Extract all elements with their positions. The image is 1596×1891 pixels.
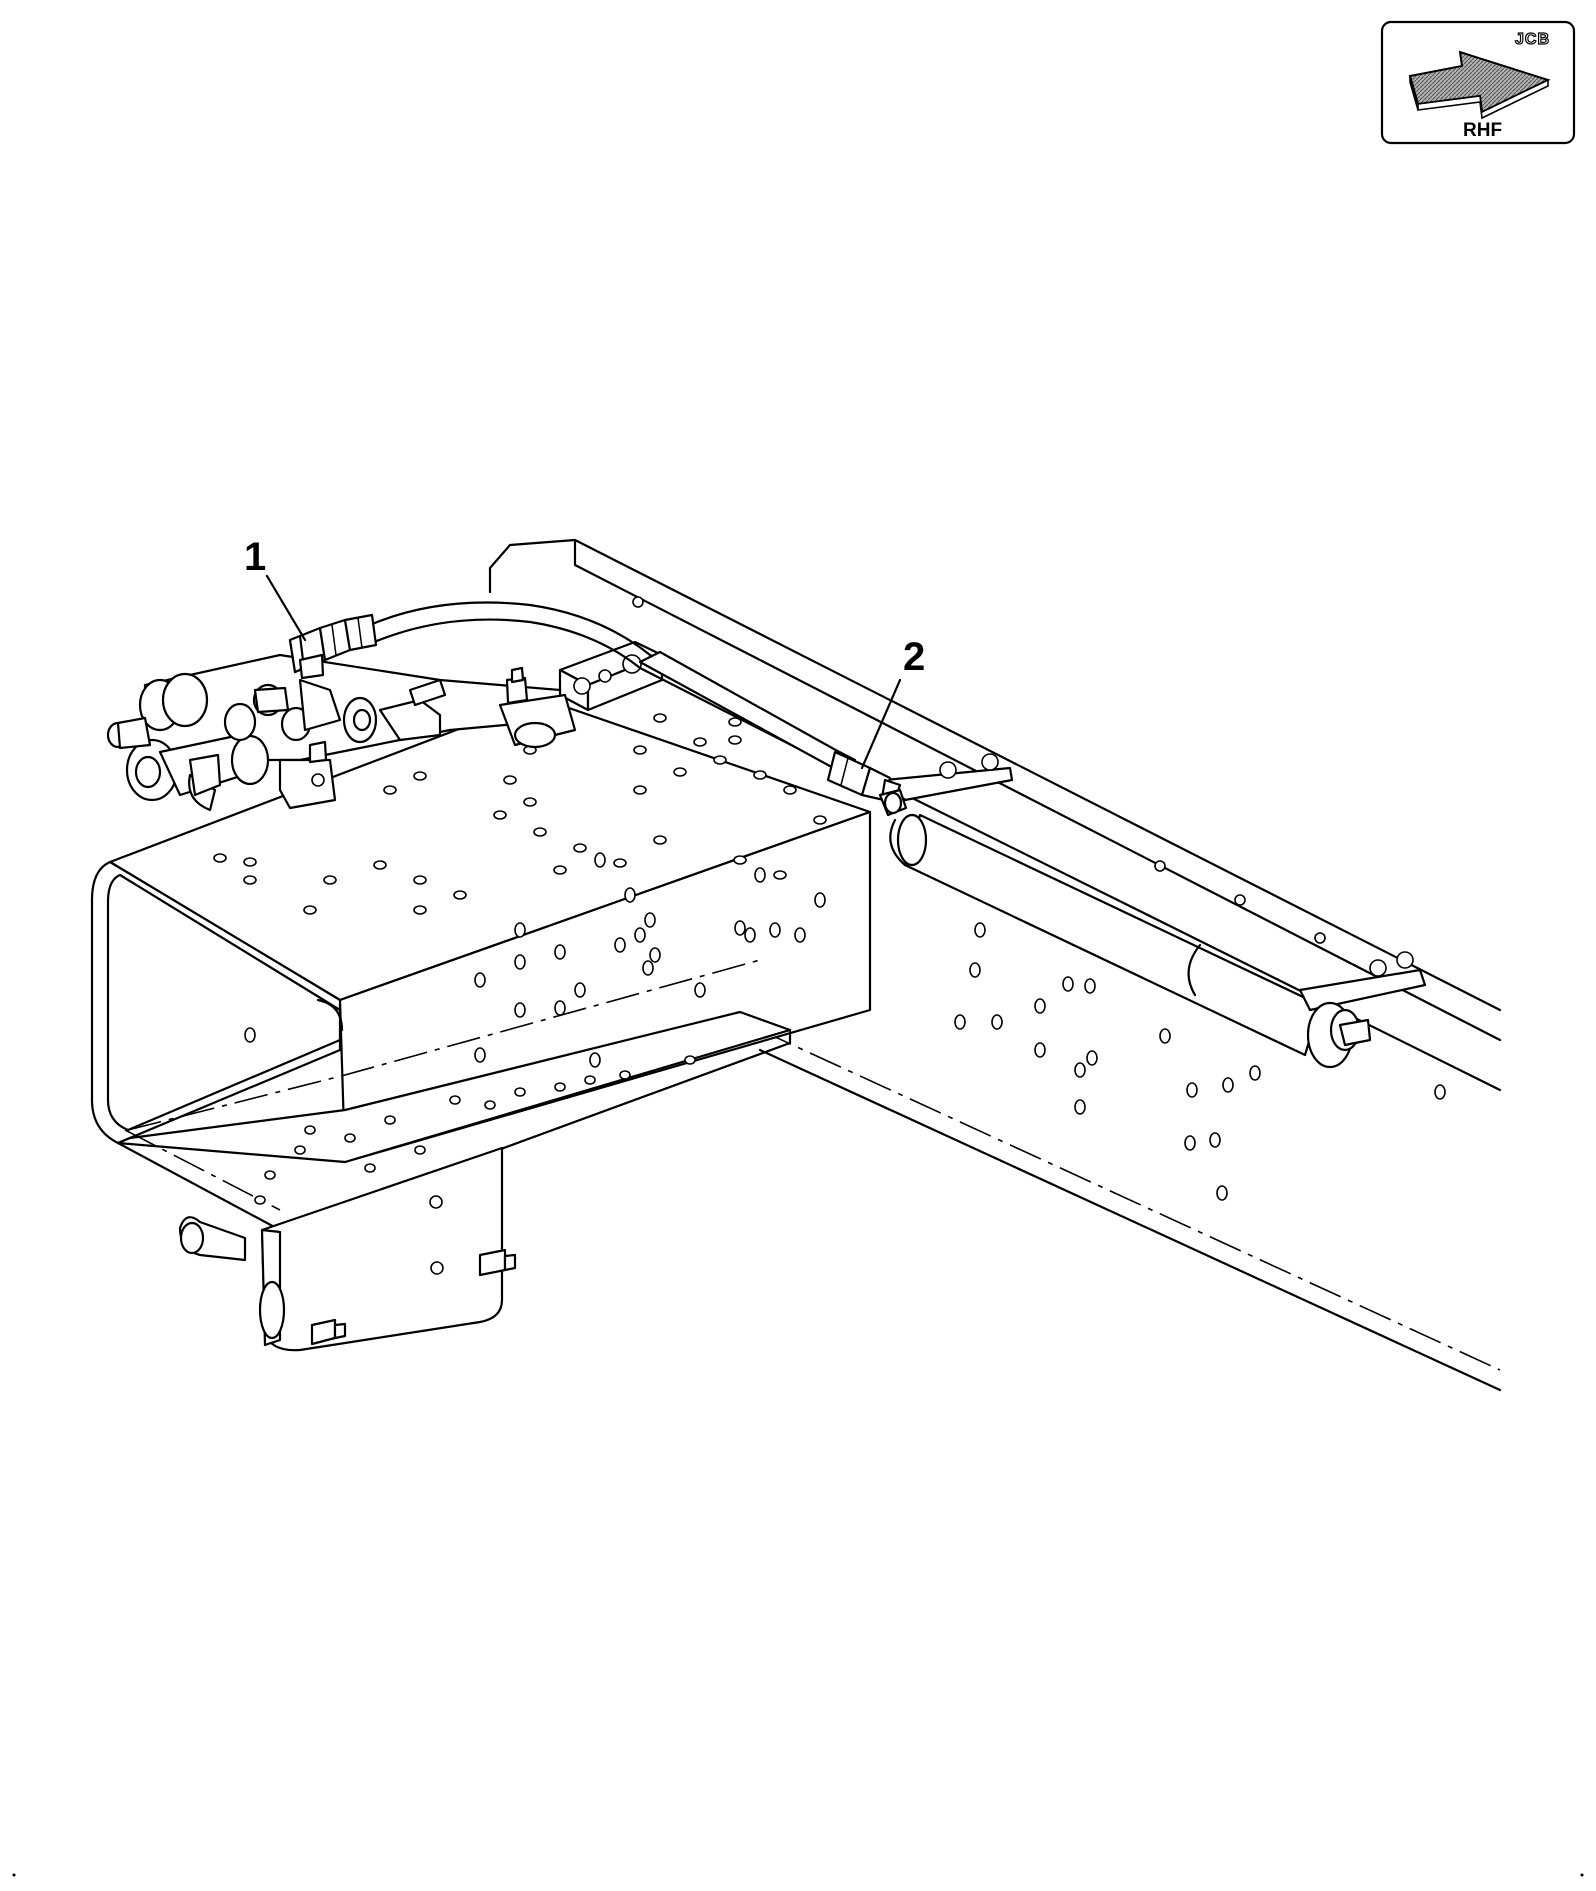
valve-block xyxy=(106,653,577,812)
lower-bracket xyxy=(178,1146,517,1352)
front-holes xyxy=(244,852,826,1068)
bottom-holes xyxy=(254,1055,696,1205)
callout-2-label: 2 xyxy=(903,635,925,679)
callout-2: 2 xyxy=(860,635,925,770)
hose-end-fitting-item-2 xyxy=(826,750,908,817)
callout-1-leader xyxy=(265,574,307,642)
cylinder-tube xyxy=(883,753,1427,1069)
callout-1-label: 1 xyxy=(244,535,266,579)
jcb-logo: JCB xyxy=(1514,30,1550,48)
direction-arrow-icon xyxy=(1408,50,1551,120)
main-housing xyxy=(90,696,872,1232)
top-holes xyxy=(213,713,827,915)
elbow-fitting-item-1 xyxy=(288,613,378,680)
callout-2-leader xyxy=(860,678,902,770)
corner-marks xyxy=(12,1873,1584,1877)
callout-1: 1 xyxy=(244,535,307,642)
chassis-rail xyxy=(488,538,1502,1392)
rhf-label: RHF xyxy=(1463,120,1502,141)
orientation-badge: JCB RHF xyxy=(1380,20,1576,145)
svg-text:JCB: JCB xyxy=(1515,31,1550,48)
